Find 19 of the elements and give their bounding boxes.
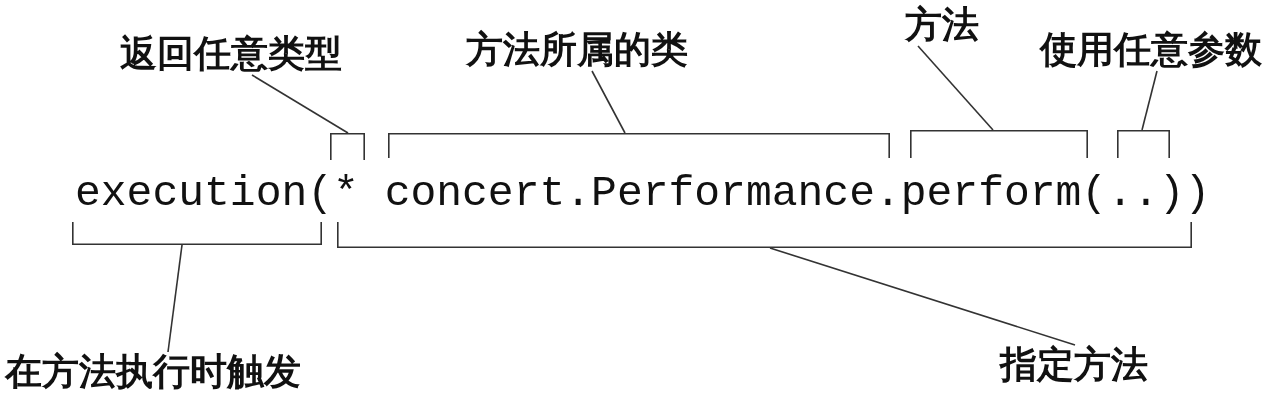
bracket [1117,130,1170,158]
leader-line [917,45,994,131]
callout-label: 使用任意参数 [1040,30,1262,71]
leader-line [591,70,626,134]
bracket [337,222,1192,248]
callout-label: 方法所属的类 [466,30,688,71]
leader-line [251,74,349,134]
bracket [910,130,1088,158]
leader-line [769,247,1076,346]
callout-label: 方法 [905,5,979,46]
leader-line [167,244,183,353]
leader-line [1141,70,1158,131]
callout-label: 指定方法 [1000,345,1148,386]
callout-label: 在方法执行时触发 [5,352,301,393]
code-text: execution(* concert.Performance.perform(..)) [75,172,1211,215]
bracket [72,222,322,245]
bracket [330,133,365,160]
bracket [388,133,890,158]
callout-label: 返回任意类型 [120,34,342,75]
